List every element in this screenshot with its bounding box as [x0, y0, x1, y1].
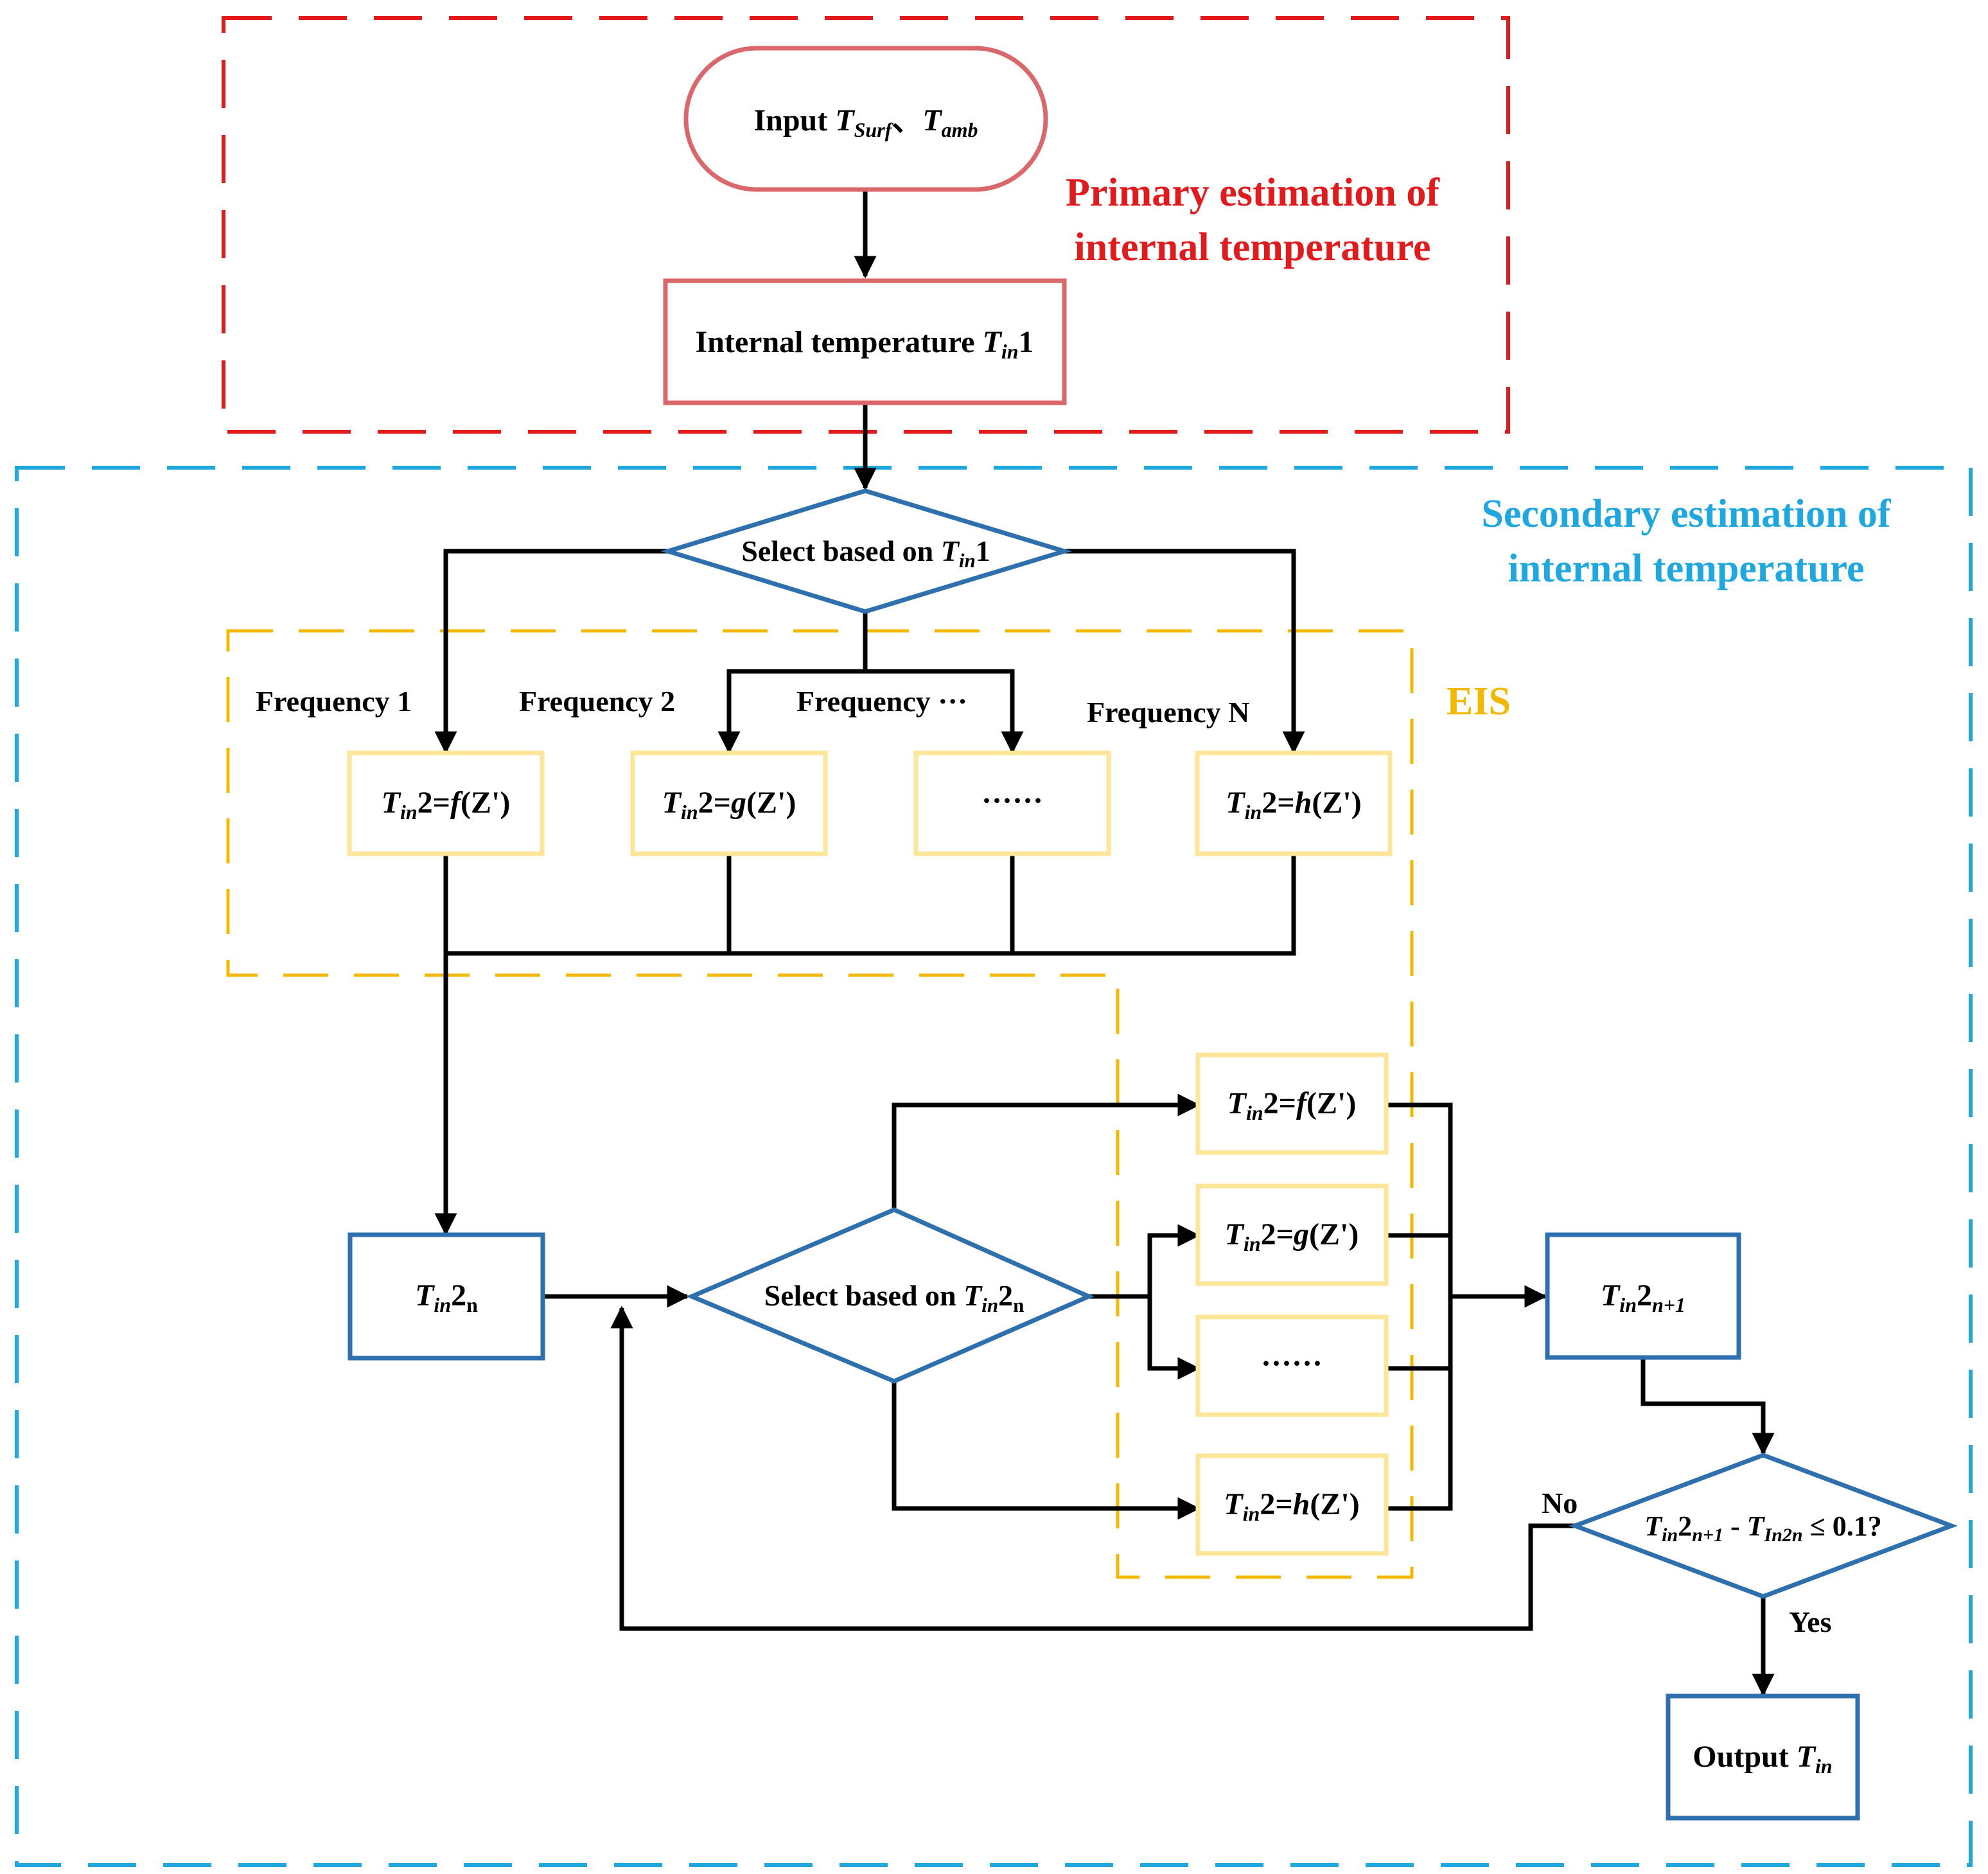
convergence-decision-text: Tin2n+1 - TIn2n ≤ 0.1? — [1644, 1510, 1881, 1546]
formula-box-f — [347, 750, 545, 856]
select-decision-1 — [660, 488, 1073, 614]
formula-box-h-2 — [1195, 1453, 1389, 1556]
eis-region — [226, 629, 1414, 1579]
secondary-region — [15, 466, 1973, 1867]
formula-f-2-text: Tin2=f(Z') — [1227, 1086, 1357, 1124]
yes-label: Yes — [1789, 1605, 1831, 1638]
formula-box-g-2 — [1195, 1183, 1389, 1286]
formula-box-f-2 — [1195, 1052, 1389, 1155]
primary-label-line1: Primary estimation of — [1066, 171, 1440, 215]
frequency-label-n: Frequency N — [1087, 696, 1249, 729]
input-text: Input TSurf、Tamb — [753, 103, 978, 141]
select-decision-1-text: Select based on Tin1 — [741, 535, 990, 572]
secondary-label-line2: internal temperature — [1508, 547, 1865, 590]
secondary-label-line1: Secondary estimation of — [1481, 492, 1892, 536]
formula-f-text: Tin2=f(Z') — [382, 786, 511, 824]
primary-label-line2: internal temperature — [1075, 225, 1431, 269]
frequency-label-2: Frequency 2 — [519, 685, 675, 718]
primary-label-2: internal temperature — [1075, 225, 1431, 269]
formula-box-dots — [913, 750, 1111, 856]
formula-box-g — [630, 750, 828, 856]
formula-g-text: Tin2=g(Z') — [662, 786, 796, 824]
formula-box-dots-2 — [1195, 1314, 1389, 1417]
internal-temp-box — [663, 278, 1067, 405]
select-decision-2-text: Select based on Tin2n — [764, 1279, 1025, 1316]
secondary-label-2: internal temperature — [1508, 547, 1865, 590]
formula-dots-2-text: ······ — [1261, 1347, 1323, 1381]
tin2n1-box — [1545, 1232, 1741, 1360]
formula-h-2-text: Tin2=h(Z') — [1224, 1487, 1359, 1525]
tin2n-box — [347, 1232, 545, 1361]
frequency-label-3: Frequency ··· — [796, 685, 967, 718]
eis-label: EIS — [1447, 680, 1511, 723]
formula-g-2-text: Tin2=g(Z') — [1225, 1217, 1359, 1255]
primary-label: Primary estimation of — [1066, 171, 1440, 215]
output-box — [1666, 1693, 1860, 1821]
no-label: No — [1542, 1487, 1578, 1519]
formula-h-text: Tin2=h(Z') — [1226, 786, 1361, 824]
formula-box-h — [1195, 750, 1393, 856]
tin2n1-text: Tin2n+1 — [1601, 1278, 1685, 1316]
frequency-label-1: Frequency 1 — [256, 685, 412, 718]
tin2n-text: Tin2n — [415, 1278, 478, 1316]
output-text: Output Tin — [1693, 1740, 1832, 1778]
secondary-label: Secondary estimation of — [1481, 492, 1892, 536]
internal-temp-text: Internal temperature Tin1 — [695, 325, 1034, 363]
formula-dots-text: ······ — [981, 784, 1043, 818]
input-terminal — [683, 46, 1048, 192]
convergence-decision — [1569, 1453, 1958, 1599]
select-decision-2 — [686, 1207, 1095, 1384]
